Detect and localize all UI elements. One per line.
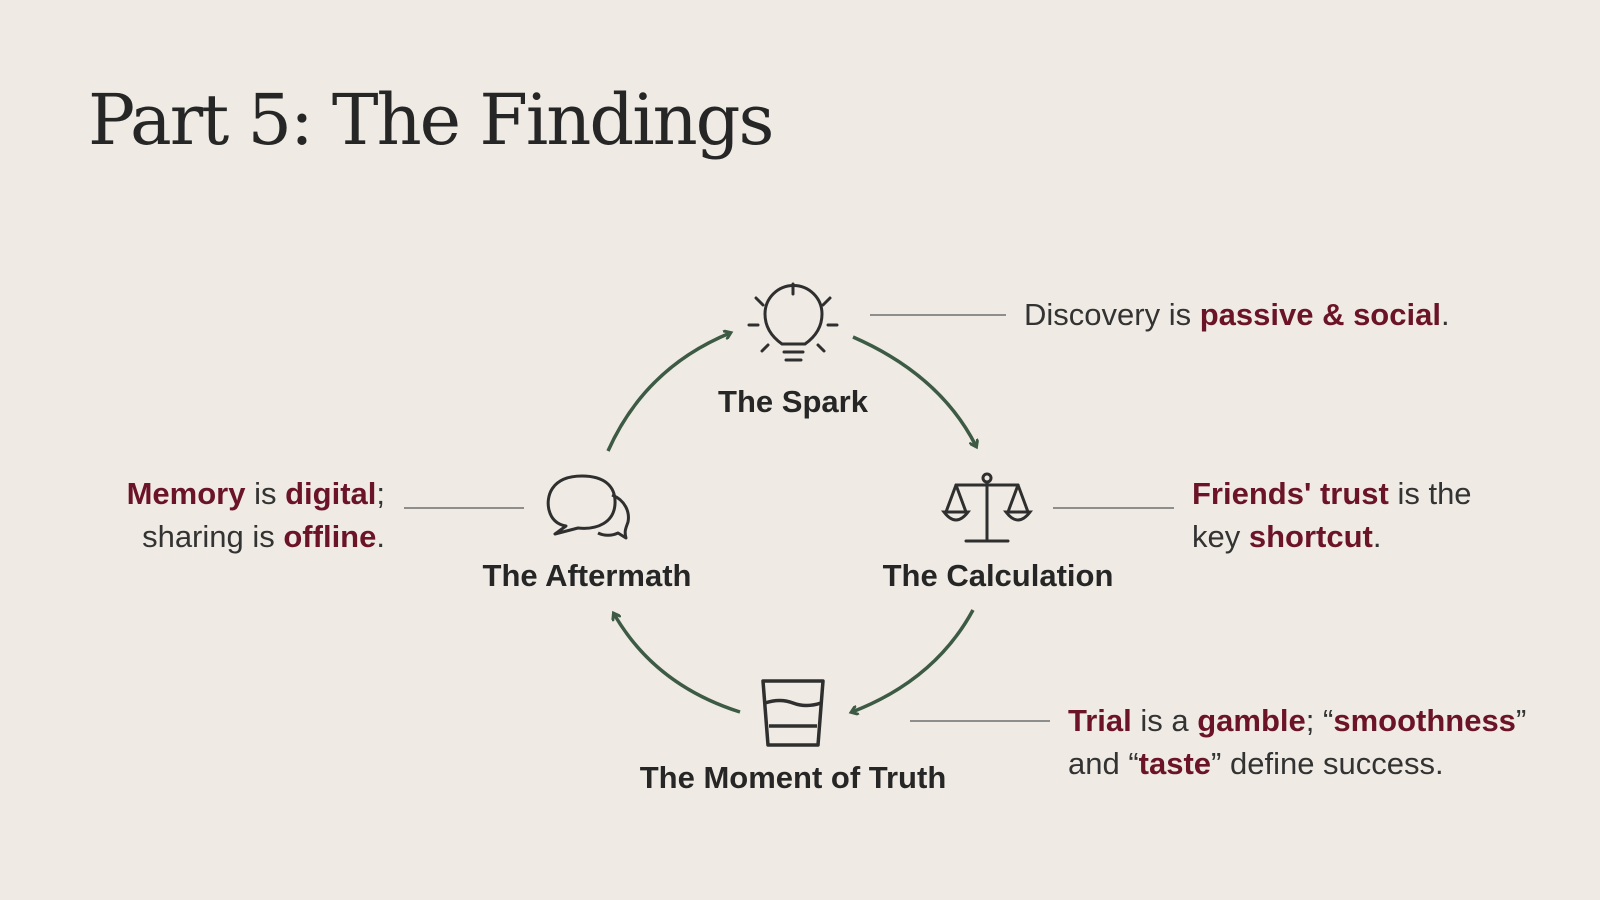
- arrow-aftermath-to-spark: [606, 333, 730, 452]
- stage-label-aftermath: The Aftermath: [482, 558, 692, 593]
- stage-label-moment: The Moment of Truth: [639, 760, 947, 795]
- page-title: Part 5: The Findings: [88, 79, 774, 161]
- speech-bubbles-icon: [546, 474, 630, 540]
- note-aftermath: Memory is digital; sharing is offline.: [126, 476, 385, 554]
- lightbulb-icon: [747, 282, 839, 362]
- stage-label-calculation: The Calculation: [882, 558, 1114, 593]
- arrow-calculation-to-moment: [852, 609, 975, 712]
- scale-icon: [940, 472, 1034, 543]
- note-moment: Trial is a gamble; “smoothness” and “tas…: [1068, 703, 1527, 781]
- glass-icon: [761, 679, 825, 747]
- arrow-moment-to-aftermath: [614, 614, 741, 714]
- stage-label-spark: The Spark: [718, 384, 868, 419]
- note-calculation: Friends' trust is the key shortcut.: [1192, 476, 1472, 554]
- note-spark: Discovery is passive & social.: [1024, 297, 1450, 332]
- arrow-spark-to-calculation: [852, 335, 976, 446]
